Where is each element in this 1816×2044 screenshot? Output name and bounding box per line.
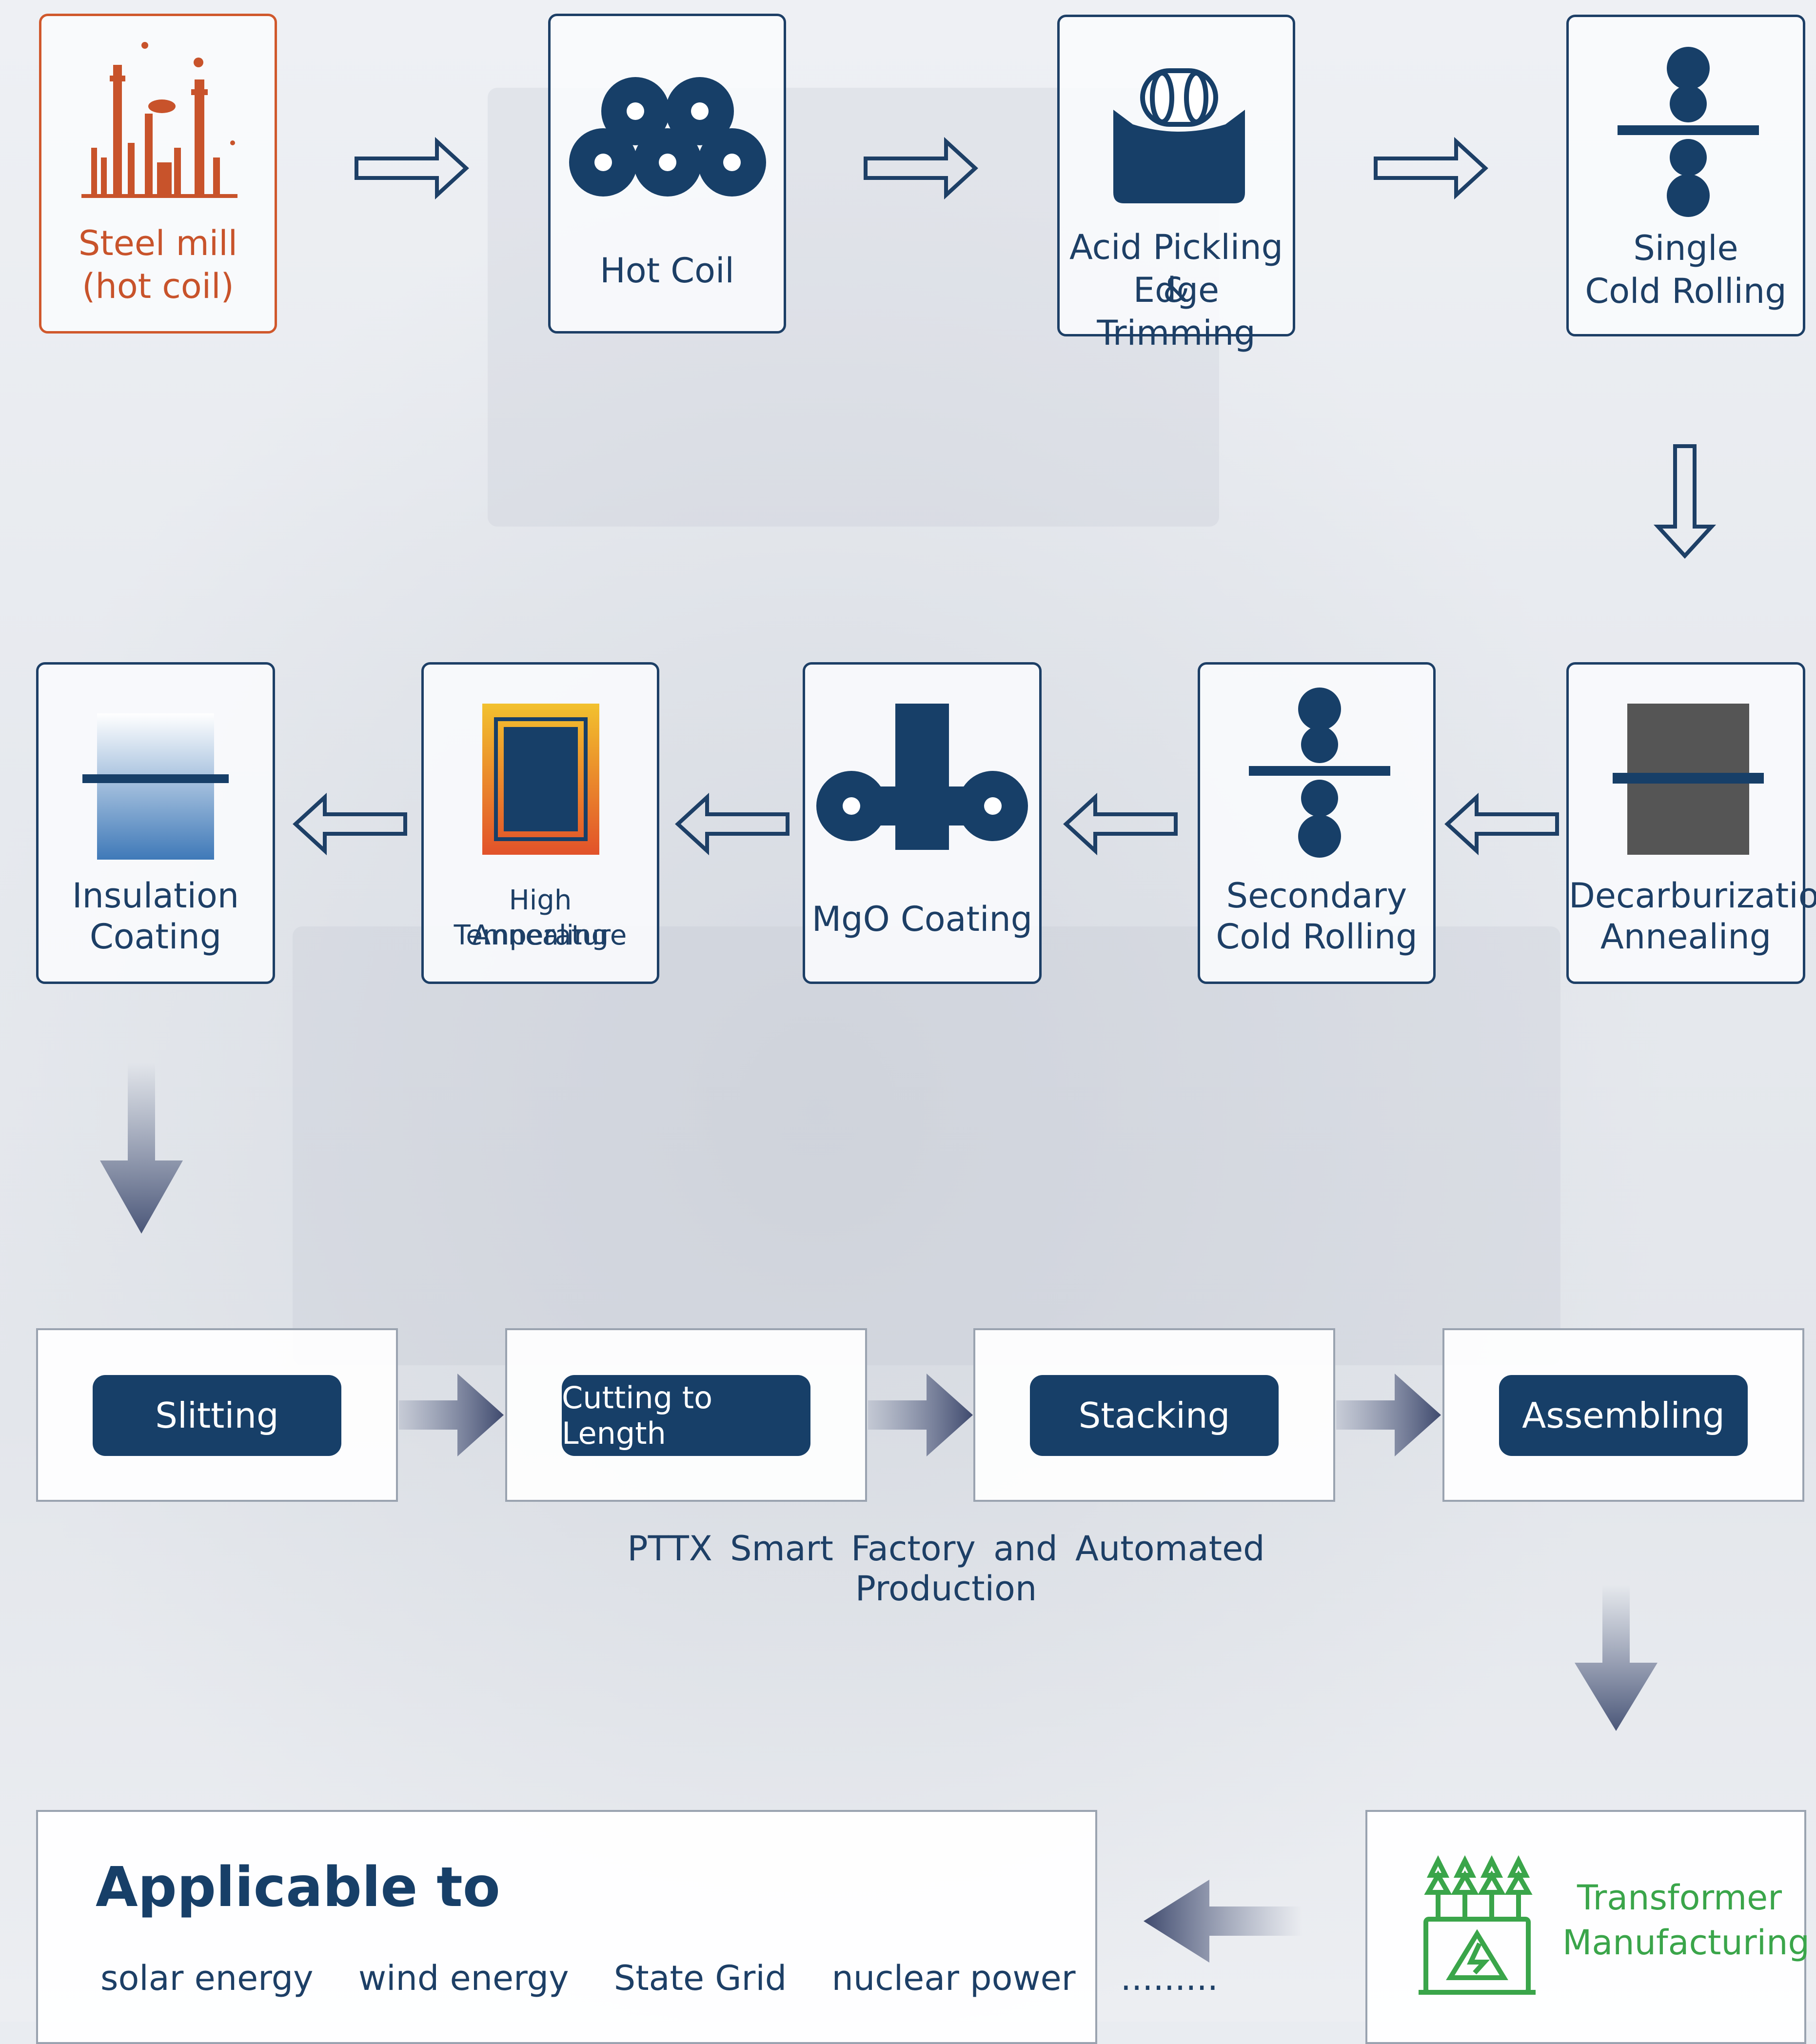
steel-mill-icon	[81, 42, 237, 198]
step-label-line1: Steel mill	[78, 223, 238, 263]
step-label-line1: Single	[1633, 228, 1738, 268]
step-label-line2: Annealing	[472, 920, 609, 951]
mgo-coating-icon	[816, 704, 1028, 850]
step-label: Hot Coil	[600, 251, 734, 291]
process-assembling: Assembling	[1442, 1328, 1804, 1502]
arrow-down-icon	[1653, 444, 1717, 559]
step-label-line1: Insulation	[72, 876, 239, 916]
secondary-rolling-icon	[1249, 688, 1390, 858]
applicable-item: State Grid	[613, 1958, 787, 1998]
applicable-panel: Applicable to solar energy wind energy S…	[36, 1810, 1218, 2044]
step-label-line1: High Temperature	[454, 884, 627, 951]
arrow-right-icon	[355, 137, 469, 200]
applicable-item: nuclear power	[831, 1958, 1076, 1998]
hot-coil-icon	[569, 77, 766, 197]
step-label-line2: Coating	[89, 917, 222, 957]
process-stacking-label: Stacking	[1030, 1375, 1279, 1456]
step-acid-pickling: Acid Pickling & Edge Trimming	[1057, 15, 1295, 353]
process-assembling-label: Assembling	[1499, 1375, 1748, 1456]
arrow-right-icon	[868, 1374, 973, 1456]
arrow-right-icon	[1374, 137, 1488, 200]
annealing-icon	[482, 704, 599, 855]
caption: PTTX Smart Factory and Automated Product…	[627, 1529, 1265, 1609]
step-label-line1: Secondary	[1226, 876, 1407, 916]
arrow-left-icon	[1063, 792, 1178, 856]
decarburization-icon	[1613, 704, 1764, 855]
step-label: MgO Coating	[811, 899, 1033, 939]
arrow-down-icon	[100, 1063, 183, 1234]
acid-pickling-icon	[1113, 68, 1245, 203]
step-label-line1: Acid Pickling &	[1069, 227, 1283, 310]
arrow-right-icon	[1336, 1374, 1441, 1456]
step-label-line2: Edge Trimming	[1097, 270, 1256, 353]
arrow-right-icon	[399, 1374, 504, 1456]
step-high-temperature-annealing: High Temperature Annealing	[421, 662, 659, 984]
transformer-label-line2: Manufacturing	[1562, 1923, 1810, 1963]
arrow-left-icon	[1144, 1880, 1302, 1963]
step-decarburization-annealing: Decarburization Annealing	[1566, 662, 1816, 984]
step-steel-mill: Steel mill (hot coil)	[39, 14, 277, 334]
transformer-icon	[1419, 1855, 1536, 1995]
process-cutting-to-length: Cutting to Length	[505, 1328, 867, 1502]
applicable-item: solar energy	[100, 1958, 314, 1998]
step-secondary-cold-rolling: Secondary Cold Rolling	[1198, 662, 1436, 984]
arrow-right-icon	[864, 137, 978, 200]
step-mgo-coating: MgO Coating	[803, 662, 1042, 984]
arrow-down-icon	[1575, 1585, 1658, 1731]
process-cutting-label: Cutting to Length	[562, 1375, 810, 1456]
process-stacking: Stacking	[973, 1328, 1335, 1502]
cold-rolling-icon	[1618, 47, 1759, 217]
process-slitting: Slitting	[36, 1328, 398, 1502]
arrow-left-icon	[293, 792, 407, 856]
step-hot-coil: Hot Coil	[548, 14, 786, 334]
transformer-panel: Transformer Manufacturing	[1365, 1810, 1810, 2044]
applicable-title: Applicable to	[96, 1856, 500, 1919]
arrow-left-icon	[1444, 792, 1559, 856]
step-label-line2: Cold Rolling	[1216, 917, 1418, 957]
step-label-line2: (hot coil)	[82, 266, 234, 306]
transformer-label-line1: Transformer	[1577, 1878, 1782, 1918]
applicable-list: solar energy wind energy State Grid nucl…	[100, 1958, 1252, 1998]
step-single-cold-rolling: Single Cold Rolling	[1566, 15, 1805, 336]
applicable-item: .........	[1120, 1958, 1219, 1998]
applicable-item: wind energy	[358, 1958, 569, 1998]
step-label-line2: Cold Rolling	[1585, 271, 1787, 311]
background-shape	[293, 926, 1560, 1365]
insulation-coating-icon	[82, 713, 229, 860]
step-label-line2: Annealing	[1600, 917, 1772, 957]
step-label-line1: Decarburization	[1569, 876, 1816, 916]
step-insulation-coating: Insulation Coating	[36, 662, 275, 984]
process-slitting-label: Slitting	[93, 1375, 341, 1456]
arrow-left-icon	[675, 792, 790, 856]
